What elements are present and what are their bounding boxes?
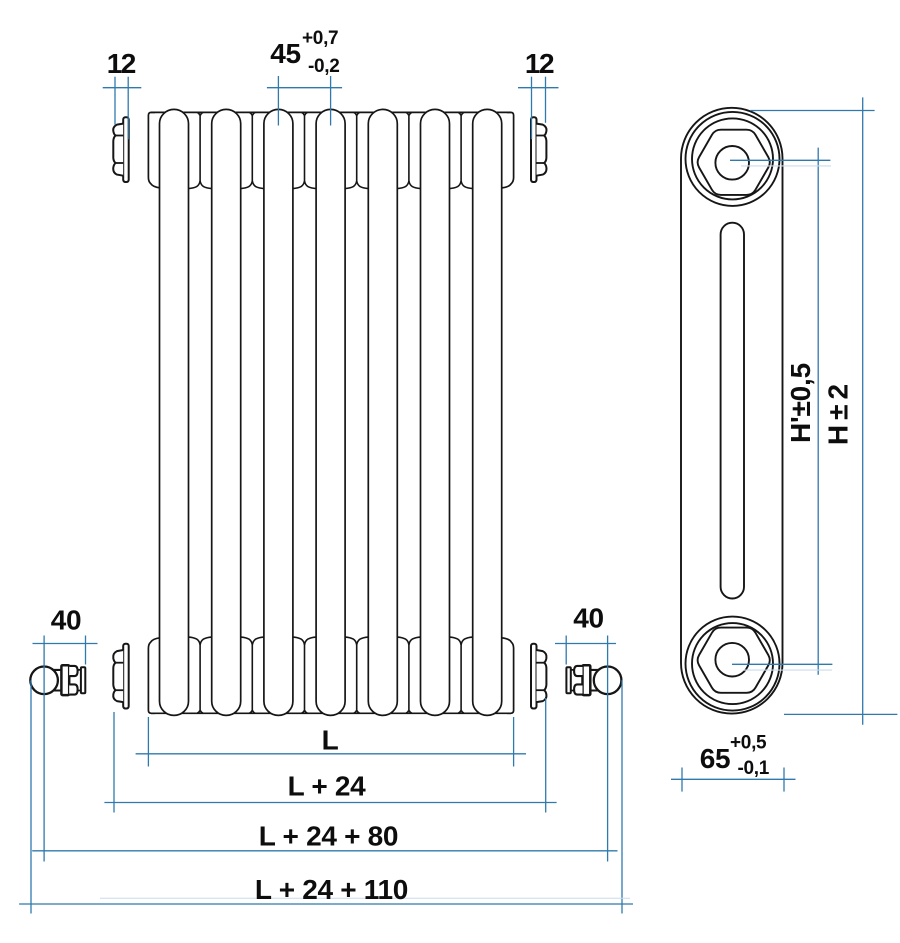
svg-text:12: 12 [107,48,136,79]
svg-text:H'±0,5: H'±0,5 [785,363,816,443]
svg-text:L + 24 + 80: L + 24 + 80 [259,821,398,852]
svg-text:65: 65 [700,743,731,774]
svg-text:+0,7: +0,7 [302,28,338,49]
svg-text:45: 45 [270,38,301,69]
svg-text:L + 24 + 110: L + 24 + 110 [255,874,408,905]
svg-text:40: 40 [573,603,604,634]
svg-text:12: 12 [525,48,554,79]
svg-text:+0,5: +0,5 [730,733,767,754]
svg-text:-0,1: -0,1 [738,758,770,779]
svg-text:L + 24: L + 24 [288,771,367,802]
svg-text:L: L [322,725,339,756]
svg-text:40: 40 [51,605,82,636]
svg-text:-0,2: -0,2 [308,56,340,77]
svg-text:H±2: H±2 [823,379,854,445]
